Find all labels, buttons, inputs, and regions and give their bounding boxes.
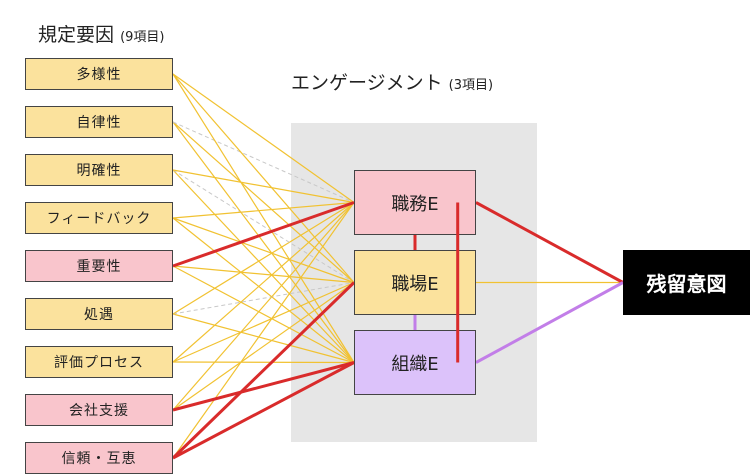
- link-diversity-to-organization: [172, 73, 355, 363]
- link-company-support-to-workplace: [172, 282, 355, 411]
- link-trust-to-job: [172, 202, 355, 459]
- link-importance-to-workplace: [172, 265, 355, 284]
- factor-importance: 重要性: [25, 250, 173, 282]
- link-diversity-to-workplace: [172, 73, 355, 283]
- factor-trust: 信頼・互恵: [25, 442, 173, 474]
- factor-treatment: 処遇: [25, 298, 173, 330]
- factor-clarity: 明確性: [25, 154, 173, 186]
- link-clarity-to-organization: [172, 169, 355, 363]
- factor-label: 会社支援: [69, 403, 129, 419]
- engagement-label: 職務E: [391, 193, 439, 215]
- link-importance-to-organization: [172, 265, 355, 364]
- link-clarity-to-job: [172, 169, 355, 204]
- link-company-support-to-job: [172, 202, 355, 411]
- link-feedback-to-organization: [172, 217, 355, 363]
- engagement-job: 職務E: [354, 170, 476, 235]
- engagement-label: 職場E: [391, 273, 439, 295]
- factor-evaluation: 評価プロセス: [25, 346, 173, 378]
- link-clarity-to-workplace: [172, 169, 355, 283]
- link-autonomy-to-job: [172, 121, 355, 203]
- link-autonomy-to-workplace: [172, 121, 355, 283]
- link-treatment-to-organization: [172, 313, 355, 364]
- link-treatment-to-job: [172, 201, 355, 315]
- link-feedback-to-job: [172, 201, 355, 219]
- engagement-organization: 組織E: [354, 330, 476, 395]
- engagement-title: エンゲージメント: [291, 72, 443, 94]
- link-evaluation-to-job: [172, 202, 355, 363]
- factor-label: 自律性: [76, 115, 122, 131]
- engagement-heading: エンゲージメント (3項目): [291, 68, 493, 95]
- link-organization-to-result: [475, 281, 624, 364]
- engagement-workplace: 職場E: [354, 250, 476, 315]
- engagement-label: 組織E: [391, 353, 439, 375]
- factor-company-support: 会社支援: [25, 394, 173, 426]
- factor-label: 評価プロセス: [54, 355, 144, 371]
- link-autonomy-to-organization: [172, 121, 355, 363]
- factor-autonomy: 自律性: [25, 106, 173, 138]
- result-retention-intention: 残留意図: [623, 250, 750, 315]
- factor-label: 重要性: [76, 259, 122, 275]
- factor-label: 信頼・互恵: [61, 451, 137, 467]
- link-trust-to-organization: [172, 361, 355, 460]
- factors-title: 規定要因: [38, 24, 115, 46]
- link-treatment-to-workplace: [172, 282, 355, 315]
- link-evaluation-to-organization: [172, 361, 355, 364]
- factor-diversity: 多様性: [25, 58, 173, 90]
- factors-heading: 規定要因 (9項目): [38, 20, 164, 47]
- factor-label: 明確性: [76, 163, 122, 179]
- factors-count: (9項目): [120, 30, 165, 45]
- link-feedback-to-workplace: [172, 217, 355, 284]
- link-diversity-to-job: [172, 73, 355, 203]
- link-trust-to-workplace: [171, 281, 356, 460]
- factor-label: 処遇: [84, 307, 114, 323]
- link-company-support-to-organization: [172, 361, 355, 412]
- link-job-to-result: [475, 201, 624, 284]
- factor-feedback: フィードバック: [25, 202, 173, 234]
- result-label: 残留意図: [646, 272, 727, 296]
- factor-label: フィードバック: [46, 211, 152, 227]
- link-importance-to-job: [172, 201, 355, 268]
- engagement-count: (3項目): [448, 78, 494, 93]
- link-evaluation-to-workplace: [172, 281, 355, 363]
- factor-label: 多様性: [76, 67, 122, 83]
